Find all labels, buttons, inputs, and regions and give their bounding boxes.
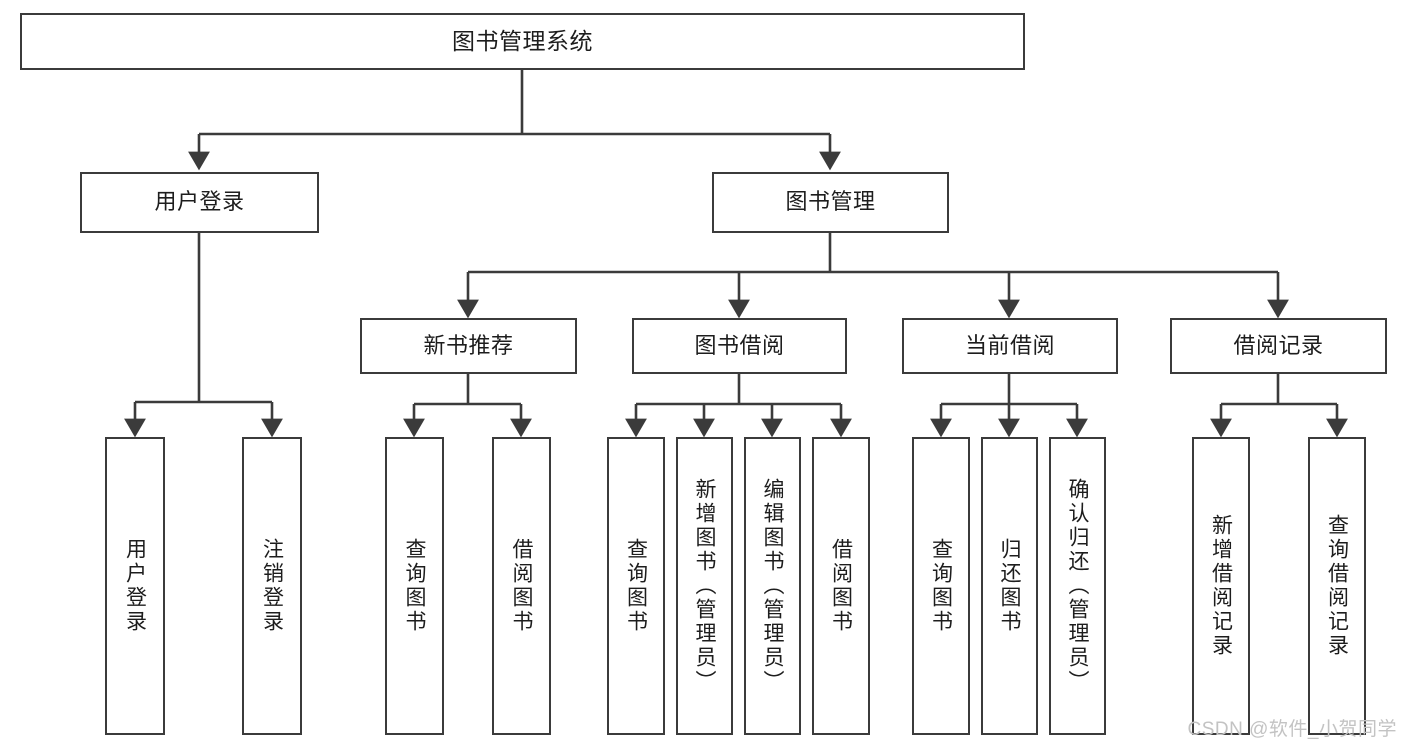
leaf-query-book-recommend[interactable]: 查询图书 [385, 437, 444, 735]
node-label: 新增图书（管理员） [693, 478, 716, 694]
node-label: 新书推荐 [423, 332, 514, 358]
node-label: 归还图书 [998, 538, 1021, 634]
leaf-return-book[interactable]: 归还图书 [981, 437, 1038, 735]
leaf-add-borrow-record[interactable]: 新增借阅记录 [1192, 437, 1250, 735]
node-label: 当前借阅 [964, 332, 1055, 358]
node-label: 编辑图书（管理员） [761, 478, 784, 694]
node-label: 图书管理 [785, 189, 876, 215]
node-label: 图书借阅 [694, 332, 785, 358]
node-book-management[interactable]: 图书管理 [712, 172, 949, 233]
node-label: 图书管理系统 [452, 27, 593, 54]
leaf-borrow-book-borrow[interactable]: 借阅图书 [812, 437, 870, 735]
node-root-book-management-system[interactable]: 图书管理系统 [20, 13, 1025, 70]
node-user-login[interactable]: 用户登录 [80, 172, 319, 233]
node-label: 确认归还（管理员） [1066, 478, 1089, 694]
node-label: 查询图书 [929, 538, 953, 634]
node-label: 查询图书 [403, 538, 426, 634]
node-label: 用户登录 [123, 538, 147, 634]
node-new-book-recommend[interactable]: 新书推荐 [360, 318, 577, 374]
leaf-query-borrow-record[interactable]: 查询借阅记录 [1308, 437, 1366, 735]
node-book-borrow[interactable]: 图书借阅 [632, 318, 847, 374]
node-label: 查询图书 [624, 538, 648, 634]
leaf-confirm-return-admin[interactable]: 确认归还（管理员） [1049, 437, 1106, 735]
node-label: 用户登录 [154, 189, 245, 215]
leaf-query-book-current[interactable]: 查询图书 [912, 437, 970, 735]
node-borrow-record[interactable]: 借阅记录 [1170, 318, 1387, 374]
leaf-borrow-book-recommend[interactable]: 借阅图书 [492, 437, 551, 735]
node-label: 借阅记录 [1233, 332, 1324, 358]
node-label: 查询借阅记录 [1325, 514, 1349, 658]
node-current-borrow[interactable]: 当前借阅 [902, 318, 1118, 374]
leaf-add-book-admin[interactable]: 新增图书（管理员） [676, 437, 733, 735]
leaf-query-book-borrow[interactable]: 查询图书 [607, 437, 665, 735]
node-label: 借阅图书 [510, 538, 533, 634]
csdn-watermark: CSDN @软件_小贺同学 [1187, 719, 1397, 740]
leaf-user-login[interactable]: 用户登录 [105, 437, 165, 735]
node-label: 注销登录 [260, 538, 284, 634]
leaf-edit-book-admin[interactable]: 编辑图书（管理员） [744, 437, 801, 735]
leaf-logout-login[interactable]: 注销登录 [242, 437, 302, 735]
node-label: 新增借阅记录 [1209, 514, 1233, 658]
node-label: 借阅图书 [829, 538, 853, 634]
